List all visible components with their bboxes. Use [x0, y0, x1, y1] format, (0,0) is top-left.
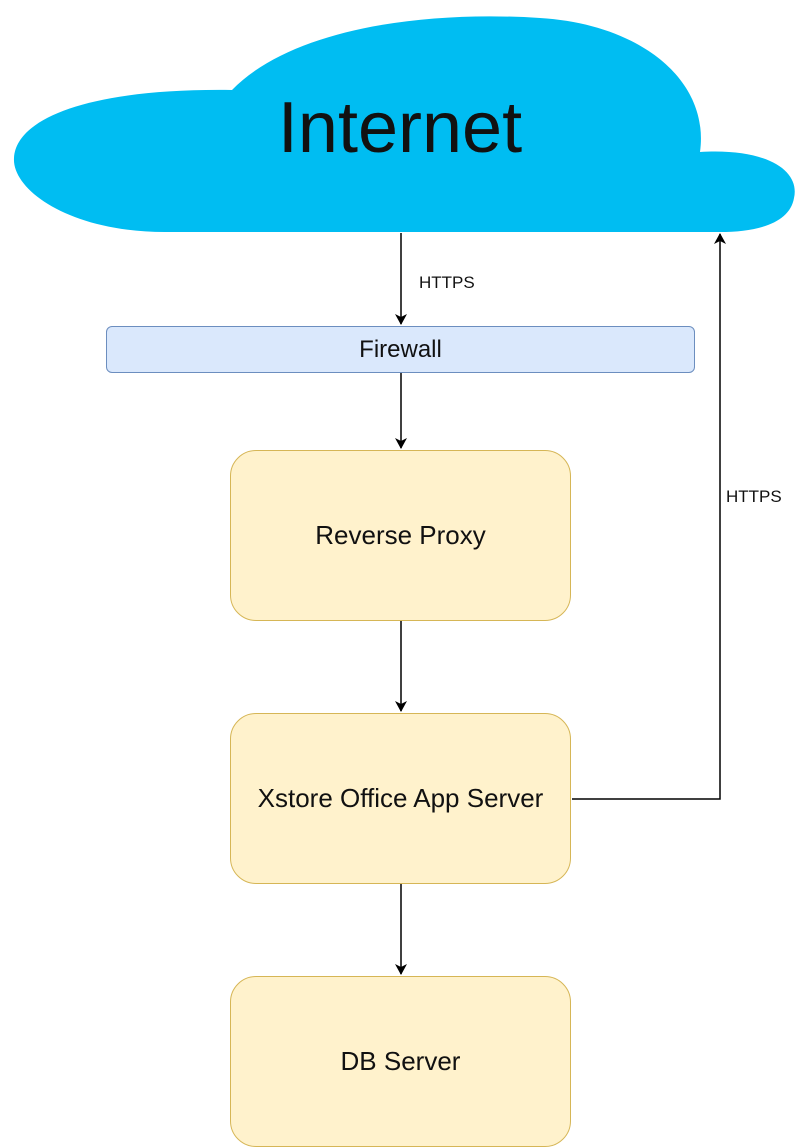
internet-cloud-shape — [13, 16, 795, 232]
internet-label: Internet — [277, 88, 523, 168]
db-server-label: DB Server — [340, 1046, 461, 1076]
reverse-proxy-node: Reverse Proxy — [230, 450, 571, 621]
edge-label-internet-to-firewall: HTTPS — [419, 273, 475, 292]
db-server-node: DB Server — [230, 976, 571, 1147]
app-server-node: Xstore Office App Server — [230, 713, 571, 884]
edge-app-server-to-internet — [572, 233, 726, 800]
edge-label-app-server-to-internet: HTTPS — [726, 487, 782, 506]
app-server-label: Xstore Office App Server — [257, 783, 544, 813]
firewall-node: Firewall — [106, 326, 695, 373]
reverse-proxy-label: Reverse Proxy — [315, 520, 486, 550]
firewall-label: Firewall — [359, 335, 442, 363]
